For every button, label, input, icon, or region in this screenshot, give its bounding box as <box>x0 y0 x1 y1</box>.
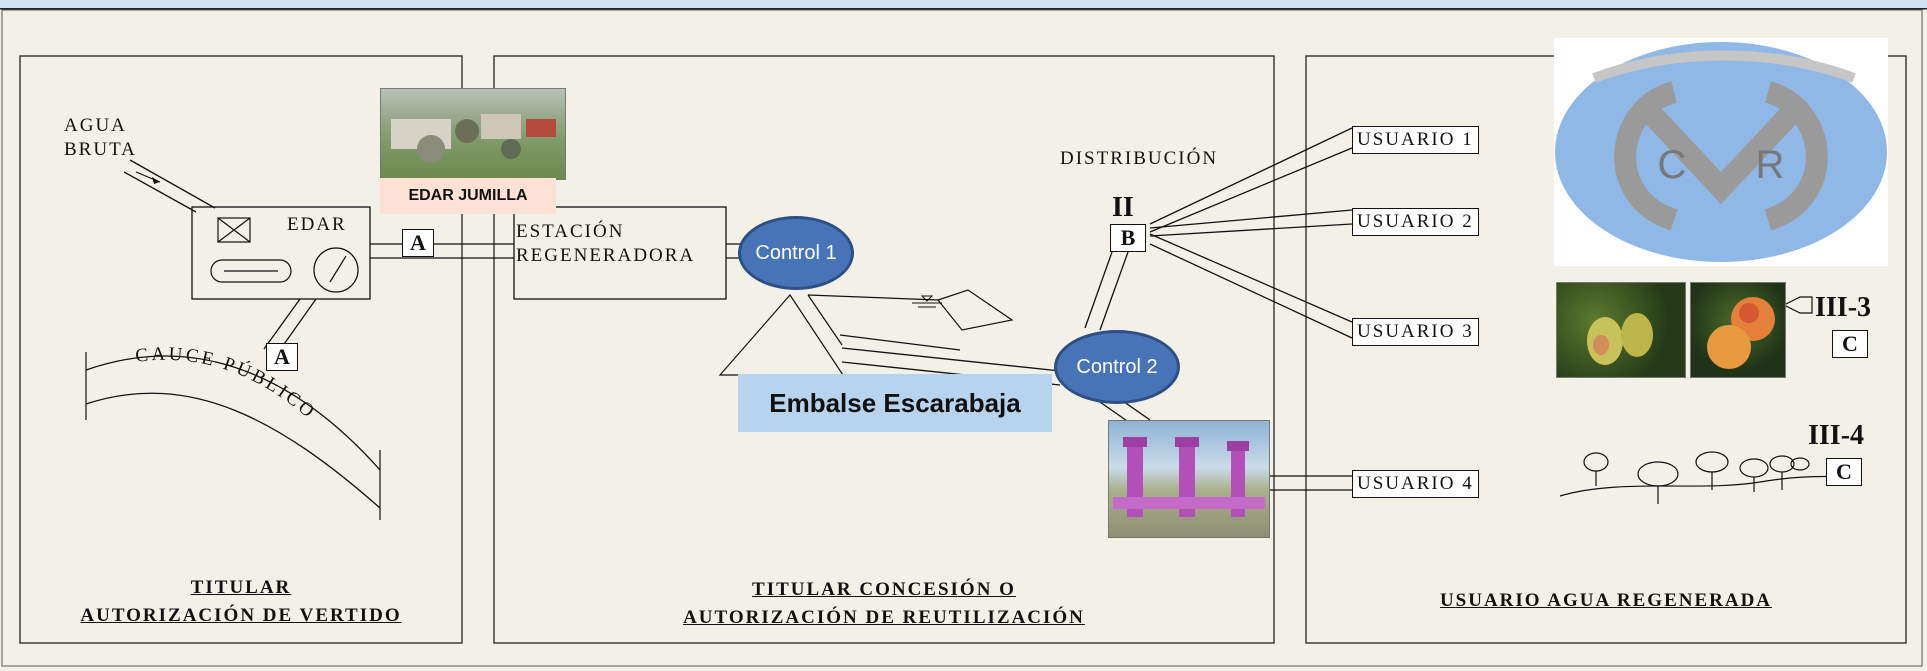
peaches-illustration <box>1707 297 1775 369</box>
panel-left-title-line2: AUTORIZACIÓN DE VERTIDO <box>80 605 402 626</box>
roman-iii-4-label: III-4 <box>1808 420 1865 451</box>
panel-middle <box>493 55 1275 644</box>
pears-illustration <box>1587 313 1653 365</box>
marker-b: B <box>1110 224 1146 252</box>
tree-icons <box>1583 451 1810 504</box>
edar-box <box>191 206 371 300</box>
panel-right-title: USUARIO AGUA REGENERADA <box>1439 590 1773 611</box>
peaches-photo <box>1690 282 1786 378</box>
estacion-label: ESTACIÓN REGENERADORA <box>516 220 695 268</box>
roman-iii-3-label: III-3 <box>1815 292 1872 323</box>
edar-jumilla-photo <box>380 88 566 180</box>
agua-bruta-label: AGUA BRUTA <box>64 114 137 162</box>
marker-a-cauce: A <box>266 343 298 371</box>
cmr-logo-mark: C R <box>1555 42 1887 262</box>
usuario-4-box: USUARIO 4 <box>1352 470 1479 498</box>
svg-text:C: C <box>1658 143 1687 187</box>
panel-middle-title-line2: AUTORIZACIÓN DE REUTILIZACIÓN <box>683 607 1085 628</box>
embalse-label: Embalse Escarabaja <box>738 374 1052 432</box>
bruta-label-line: BRUTA <box>64 139 137 160</box>
estacion-label-line2: REGENERADORA <box>516 245 696 266</box>
cmr-logo: C R <box>1554 38 1888 266</box>
marker-c-iii-4: C <box>1826 458 1862 486</box>
marker-c-iii-3: C <box>1832 330 1868 358</box>
panel-left <box>19 55 463 644</box>
estacion-label-line1: ESTACIÓN <box>516 221 625 242</box>
treatment-plant-illustration <box>391 114 556 163</box>
usuario-2-box: USUARIO 2 <box>1352 208 1479 236</box>
edar-jumilla-label: EDAR JUMILLA <box>380 178 556 214</box>
control-1-node: Control 1 <box>738 216 854 290</box>
panel-middle-title: TITULAR CONCESIÓN O AUTORIZACIÓN DE REUT… <box>494 576 1274 632</box>
svg-text:R: R <box>1756 143 1785 187</box>
estacion-box <box>513 206 727 300</box>
edar-label: EDAR <box>287 214 347 235</box>
pumping-station-photo <box>1108 420 1270 538</box>
control-2-node: Control 2 <box>1054 330 1180 404</box>
panel-left-title: TITULAR AUTORIZACIÓN DE VERTIDO <box>20 574 462 630</box>
marker-a-edar: A <box>402 229 434 257</box>
distribucion-label: DISTRIBUCIÓN <box>1060 148 1219 169</box>
panel-left-title-line1: TITULAR <box>190 577 292 598</box>
usuario-3-box: USUARIO 3 <box>1352 318 1479 346</box>
roman-ii-label: II <box>1112 192 1134 223</box>
agua-label-line: AGUA <box>64 115 127 136</box>
pears-photo <box>1556 282 1686 378</box>
usuario-1-box: USUARIO 1 <box>1352 126 1479 154</box>
pumps-illustration <box>1113 437 1265 517</box>
panel-middle-title-line1: TITULAR CONCESIÓN O <box>752 579 1016 600</box>
